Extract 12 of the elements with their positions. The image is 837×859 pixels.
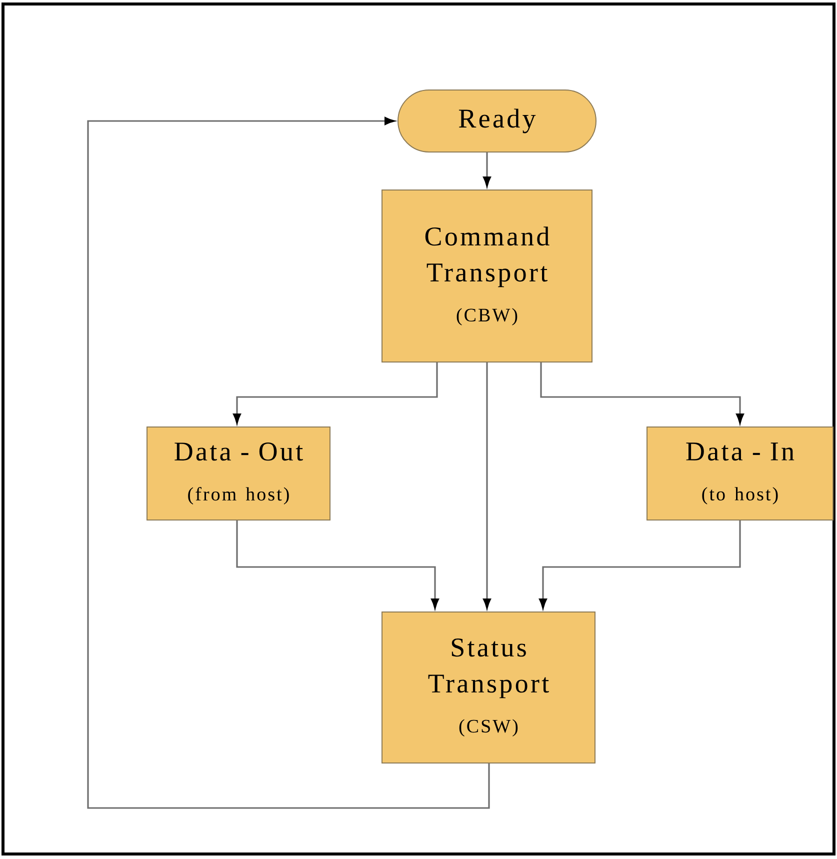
process-box: Command Transport (CBW) [382,190,592,362]
arrow [483,362,491,609]
arrow [540,362,744,424]
process-box: Status Transport (CSW) [382,612,596,764]
process-box: Data - Out (from host) [146,426,330,520]
process-box: Data - In (to host) [646,426,834,520]
arrow [87,117,490,809]
arrow [233,362,438,424]
arrow [539,520,741,609]
arrow [483,152,491,187]
terminal-pill: Ready [398,90,596,152]
arrow [236,520,439,609]
